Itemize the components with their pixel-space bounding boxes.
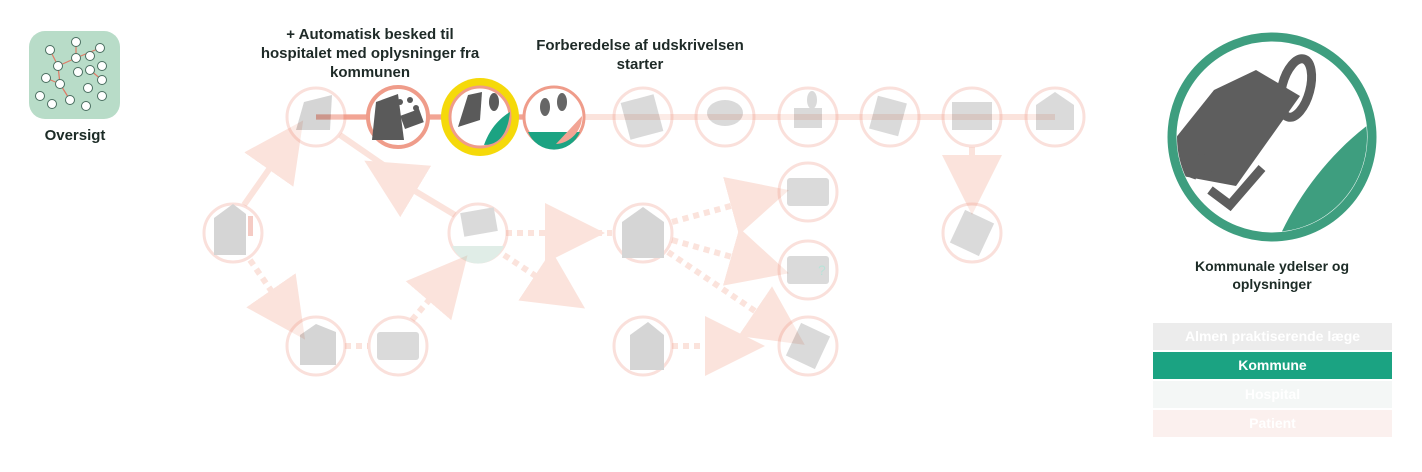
id-card-node[interactable]: [777, 161, 839, 223]
hospital-admission-node[interactable]: [285, 86, 347, 148]
legend-item-hospital[interactable]: Hospital: [1153, 381, 1392, 408]
home-node[interactable]: [1024, 86, 1086, 148]
municipality-system-node[interactable]: [366, 85, 430, 149]
overview-tile: [29, 31, 120, 119]
arrow-line: [405, 255, 468, 322]
arrow-line: [246, 258, 306, 340]
arrow-line: [502, 250, 586, 309]
arrow-line: [671, 176, 789, 235]
documents-node[interactable]: [859, 86, 921, 148]
legend-item-gp[interactable]: Almen praktiserende læge: [1153, 323, 1392, 350]
report-node[interactable]: [941, 202, 1003, 264]
discharge-preparation-node[interactable]: [522, 85, 586, 150]
category-legend: Almen praktiserende læge Kommune Hospita…: [1153, 323, 1392, 439]
calculator-node[interactable]: [612, 86, 674, 148]
arrow-line: [666, 249, 805, 345]
report-node[interactable]: [777, 315, 839, 377]
gp-alert-node[interactable]: [202, 202, 264, 264]
legend-item-patient[interactable]: Patient: [1153, 410, 1392, 437]
connector-lines: [241, 114, 1055, 376]
overview-button[interactable]: Oversigt: [29, 31, 121, 144]
referral-card-node[interactable]: [367, 315, 429, 377]
approval-screen-node[interactable]: [941, 86, 1003, 148]
arrow-line: [338, 132, 397, 176]
question-card-node[interactable]: ?: [777, 239, 839, 301]
arrow-line: [241, 120, 304, 207]
transfer-node[interactable]: [612, 315, 674, 377]
legend-item-municipality[interactable]: Kommune: [1153, 352, 1392, 379]
emergency-node[interactable]: [285, 315, 347, 377]
svg-text:?: ?: [818, 262, 826, 278]
conversation-node[interactable]: [694, 86, 756, 148]
discharge-letter-node[interactable]: [777, 86, 839, 148]
overview-label: Oversigt: [44, 127, 106, 144]
auto-message-callout: + Automatisk besked til hospitalet med o…: [260, 26, 480, 81]
calculator-benefits-icon: ×: [1167, 32, 1377, 242]
detail-title: Kommunale ydelser og oplysninger: [1194, 258, 1350, 292]
network-map-icon: [29, 31, 120, 119]
arrow-line: [671, 227, 789, 286]
municipal-benefits-node-selected[interactable]: [441, 78, 519, 156]
faded-nodes: ?: [202, 86, 1086, 377]
preparation-callout: Forberedelse af udskrivelsen starter: [536, 37, 744, 73]
municipal-assessment-node[interactable]: [447, 202, 509, 264]
care-home-node[interactable]: [612, 202, 674, 264]
arrow-line: [364, 160, 457, 218]
